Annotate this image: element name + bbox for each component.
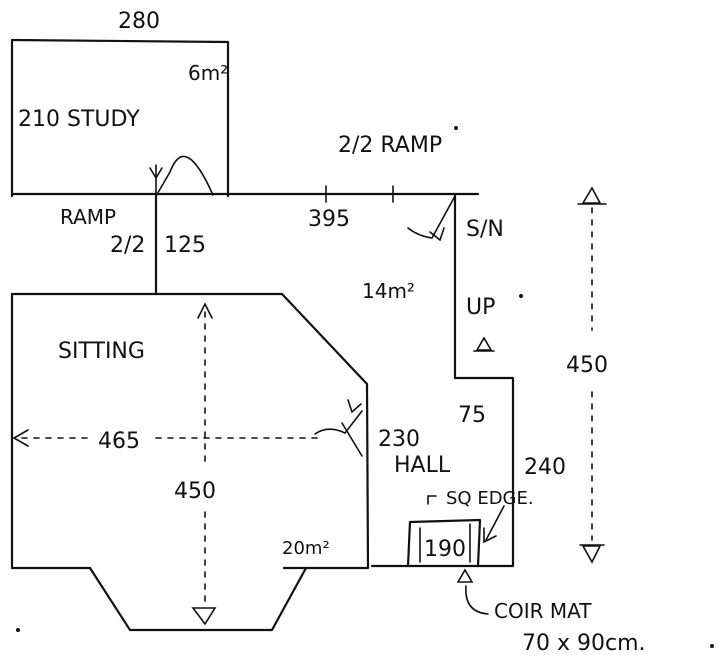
- hall-label: HALL: [394, 453, 451, 478]
- ramp-ratio-label: 2/2: [110, 233, 145, 258]
- dot-mark: [519, 294, 523, 298]
- hall-length-label: 240: [524, 455, 566, 480]
- study-label: 210 STUDY: [18, 107, 140, 132]
- study-area-label: 6m²: [188, 61, 228, 85]
- ramp-top-label: 2/2 RAMP: [338, 133, 442, 158]
- top-width-label: 280: [118, 9, 160, 34]
- dot-mark: [16, 628, 20, 632]
- arrow-up-icon: [475, 336, 493, 351]
- arrow-down-icon: [581, 545, 602, 564]
- arrow-up-icon: [581, 186, 602, 204]
- mat-size-label: 70 x 90cm.: [522, 631, 646, 656]
- sitting-door-swing: [314, 410, 363, 435]
- arrow-up-icon: [456, 568, 474, 583]
- sitting-depth-label: 450: [174, 479, 216, 504]
- sitting-width-label: 465: [98, 429, 140, 454]
- passage-width-label: 125: [164, 233, 206, 258]
- arrow-icon: [483, 527, 497, 544]
- right-height-label: 450: [566, 353, 608, 378]
- ramp-left-label: RAMP: [60, 205, 116, 229]
- sq-edge-pointer: [485, 505, 505, 541]
- coir-mat-outline: [406, 518, 482, 568]
- bay-window: [88, 566, 308, 632]
- hall-width-label: 75: [458, 403, 486, 428]
- corridor-area-label: 14m²: [362, 279, 415, 303]
- sitting-label: SITTING: [58, 339, 145, 364]
- sn-door-swing: [407, 195, 456, 239]
- study-door-swing: [155, 155, 214, 197]
- mat-width-label: 190: [424, 537, 466, 562]
- sq-edge-label: SQ EDGE.: [446, 488, 534, 509]
- pointer-mark: [427, 495, 437, 505]
- door-leaf: [341, 422, 363, 457]
- arrow-icon: [149, 167, 163, 180]
- hall-outline: [370, 376, 515, 568]
- corridor-length-label: 395: [308, 207, 350, 232]
- up-label: UP: [466, 295, 495, 320]
- arrow-icon: [347, 399, 362, 414]
- study-outline: [10, 38, 230, 198]
- dot-mark: [710, 644, 714, 648]
- arrow-icon: [429, 227, 445, 242]
- coir-mat-label: COIR MAT: [494, 599, 592, 623]
- arrow-down-icon: [191, 607, 217, 626]
- arrow-left-icon: [12, 429, 29, 447]
- arrow-up-icon: [197, 302, 213, 319]
- sitting-area-label: 20m²: [282, 538, 330, 559]
- sitting-room-outline: [10, 292, 370, 570]
- bay-side-label: 230: [378, 427, 420, 452]
- dot-mark: [454, 126, 458, 130]
- sn-label: S/N: [466, 217, 504, 242]
- coir-mat-leader: [465, 585, 489, 615]
